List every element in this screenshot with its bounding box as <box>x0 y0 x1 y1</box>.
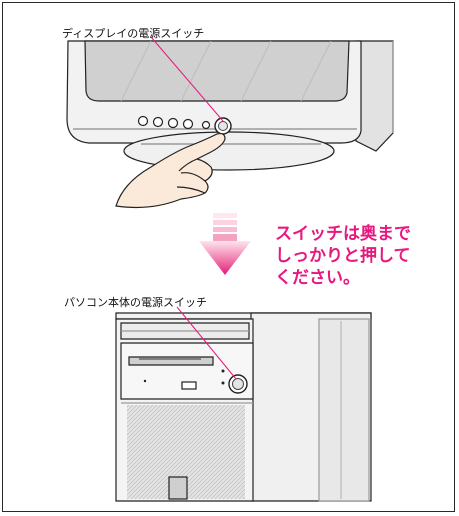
down-arrow <box>199 213 251 275</box>
hand-pressing-illustration <box>115 132 226 209</box>
monitor-control-buttons <box>137 115 211 130</box>
leader-line-display <box>150 36 224 122</box>
illustration-canvas <box>66 36 394 502</box>
pc-power-button[interactable] <box>228 374 248 394</box>
leader-line-pc <box>176 306 237 380</box>
monitor <box>66 40 394 171</box>
illustration-frame: ディスプレイの電源スイッチ パソコン本体の電源スイッチ スイッチは奥まで しっか… <box>2 2 455 512</box>
note-line: スイッチは奥まで <box>275 224 411 244</box>
pc-tower <box>115 312 372 502</box>
note-line: しっかりと押して <box>275 246 411 266</box>
monitor-power-button[interactable] <box>214 117 232 135</box>
note-line: ください。 <box>275 268 360 288</box>
display-power-switch-label: ディスプレイの電源スイッチ <box>62 27 205 40</box>
pc-power-switch-label: パソコン本体の電源スイッチ <box>64 296 207 309</box>
press-instruction-note: スイッチは奥まで しっかりと押して ください。 <box>275 223 455 289</box>
